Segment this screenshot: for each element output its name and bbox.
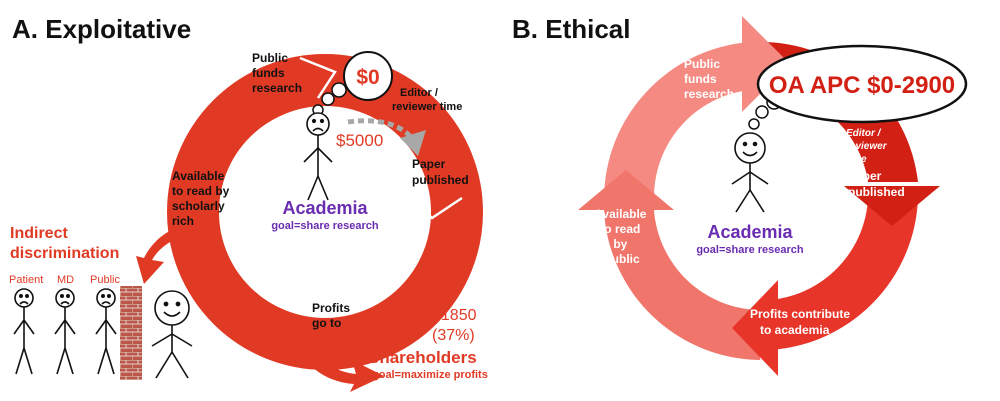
academic-happy-figure — [731, 132, 769, 213]
discrimination-arrow — [136, 222, 198, 284]
academia-goal: goal=share research — [271, 220, 379, 232]
b-editor-time-label: Editor / reviewer time — [846, 128, 889, 165]
cycle-arrowhead-left — [578, 170, 674, 210]
panel-a: A. Exploitative $0 — [9, 14, 488, 392]
cycle-segment-top-left — [603, 42, 750, 200]
patient-sad-figure — [13, 288, 35, 375]
academic-sad-figure — [303, 112, 333, 201]
b-public-funds-label: Public funds research — [684, 57, 734, 101]
b-profits-label: Profits contribute to academia — [750, 307, 853, 337]
b-academia-goal: goal=share research — [696, 244, 804, 256]
apc-thought-dot-small — [748, 118, 760, 130]
patient-label: Patient — [9, 274, 43, 286]
b-paper-published-label: Paper published — [848, 169, 905, 199]
fee-5000-label: $5000 — [336, 131, 383, 150]
public-funds-label: Public funds research — [252, 51, 302, 95]
md-sad-figure — [54, 288, 76, 375]
cost-zero-label: $0 — [356, 66, 379, 89]
editor-time-label: Editor / reviewer time — [392, 87, 462, 113]
apc-label: OA APC $0-2900 — [769, 72, 955, 99]
shareholders-goal: goal=maximize profits — [372, 369, 488, 381]
cycle-chevron-top — [299, 56, 337, 99]
indirect-discrimination-label: Indirect discrimination — [10, 225, 119, 262]
panel-b: B. Ethical OA APC $0-2900 Public fund — [512, 14, 968, 376]
apc-thought-dot-mid — [755, 105, 769, 119]
academia-label: Academia — [282, 198, 368, 218]
cycle-arrowhead-bottom — [732, 280, 778, 376]
shareholders-arrow — [296, 336, 384, 392]
profits-label: Profits go to — [312, 301, 353, 330]
scholar-happy-figure — [151, 290, 193, 379]
fee-dotted-arrow — [347, 118, 412, 138]
cycle-segment-bottom-left — [604, 210, 760, 360]
b-academia-label: Academia — [707, 222, 793, 242]
thought-dot-mid — [321, 92, 335, 106]
exploitative-cycle-ring — [167, 54, 483, 370]
b-available-label: Available to read by public — [594, 207, 650, 266]
cost-bubble — [343, 51, 393, 101]
paper-published-label: Paper published — [412, 157, 469, 187]
public-label: Public — [90, 274, 120, 286]
cycle-arrowhead-top — [742, 16, 790, 112]
cycle-chevron-right — [402, 189, 463, 220]
md-label: MD — [57, 274, 74, 286]
paywall-brick-wall — [120, 286, 142, 380]
thought-dot-large — [331, 82, 347, 98]
public-sad-figure — [95, 288, 117, 375]
fee-arrowhead — [400, 130, 426, 156]
panel-a-title: A. Exploitative — [12, 14, 191, 44]
panel-b-title: B. Ethical — [512, 14, 630, 44]
apc-bubble — [756, 44, 968, 124]
cycle-arrowhead-right — [844, 186, 940, 226]
shareholders-label: Shareholders — [368, 348, 477, 367]
cycle-segment-bottom-right — [770, 186, 919, 350]
available-label: Available to read by scholarly rich — [172, 169, 233, 228]
profit-amount-label: $1850 (37%) — [432, 307, 481, 344]
